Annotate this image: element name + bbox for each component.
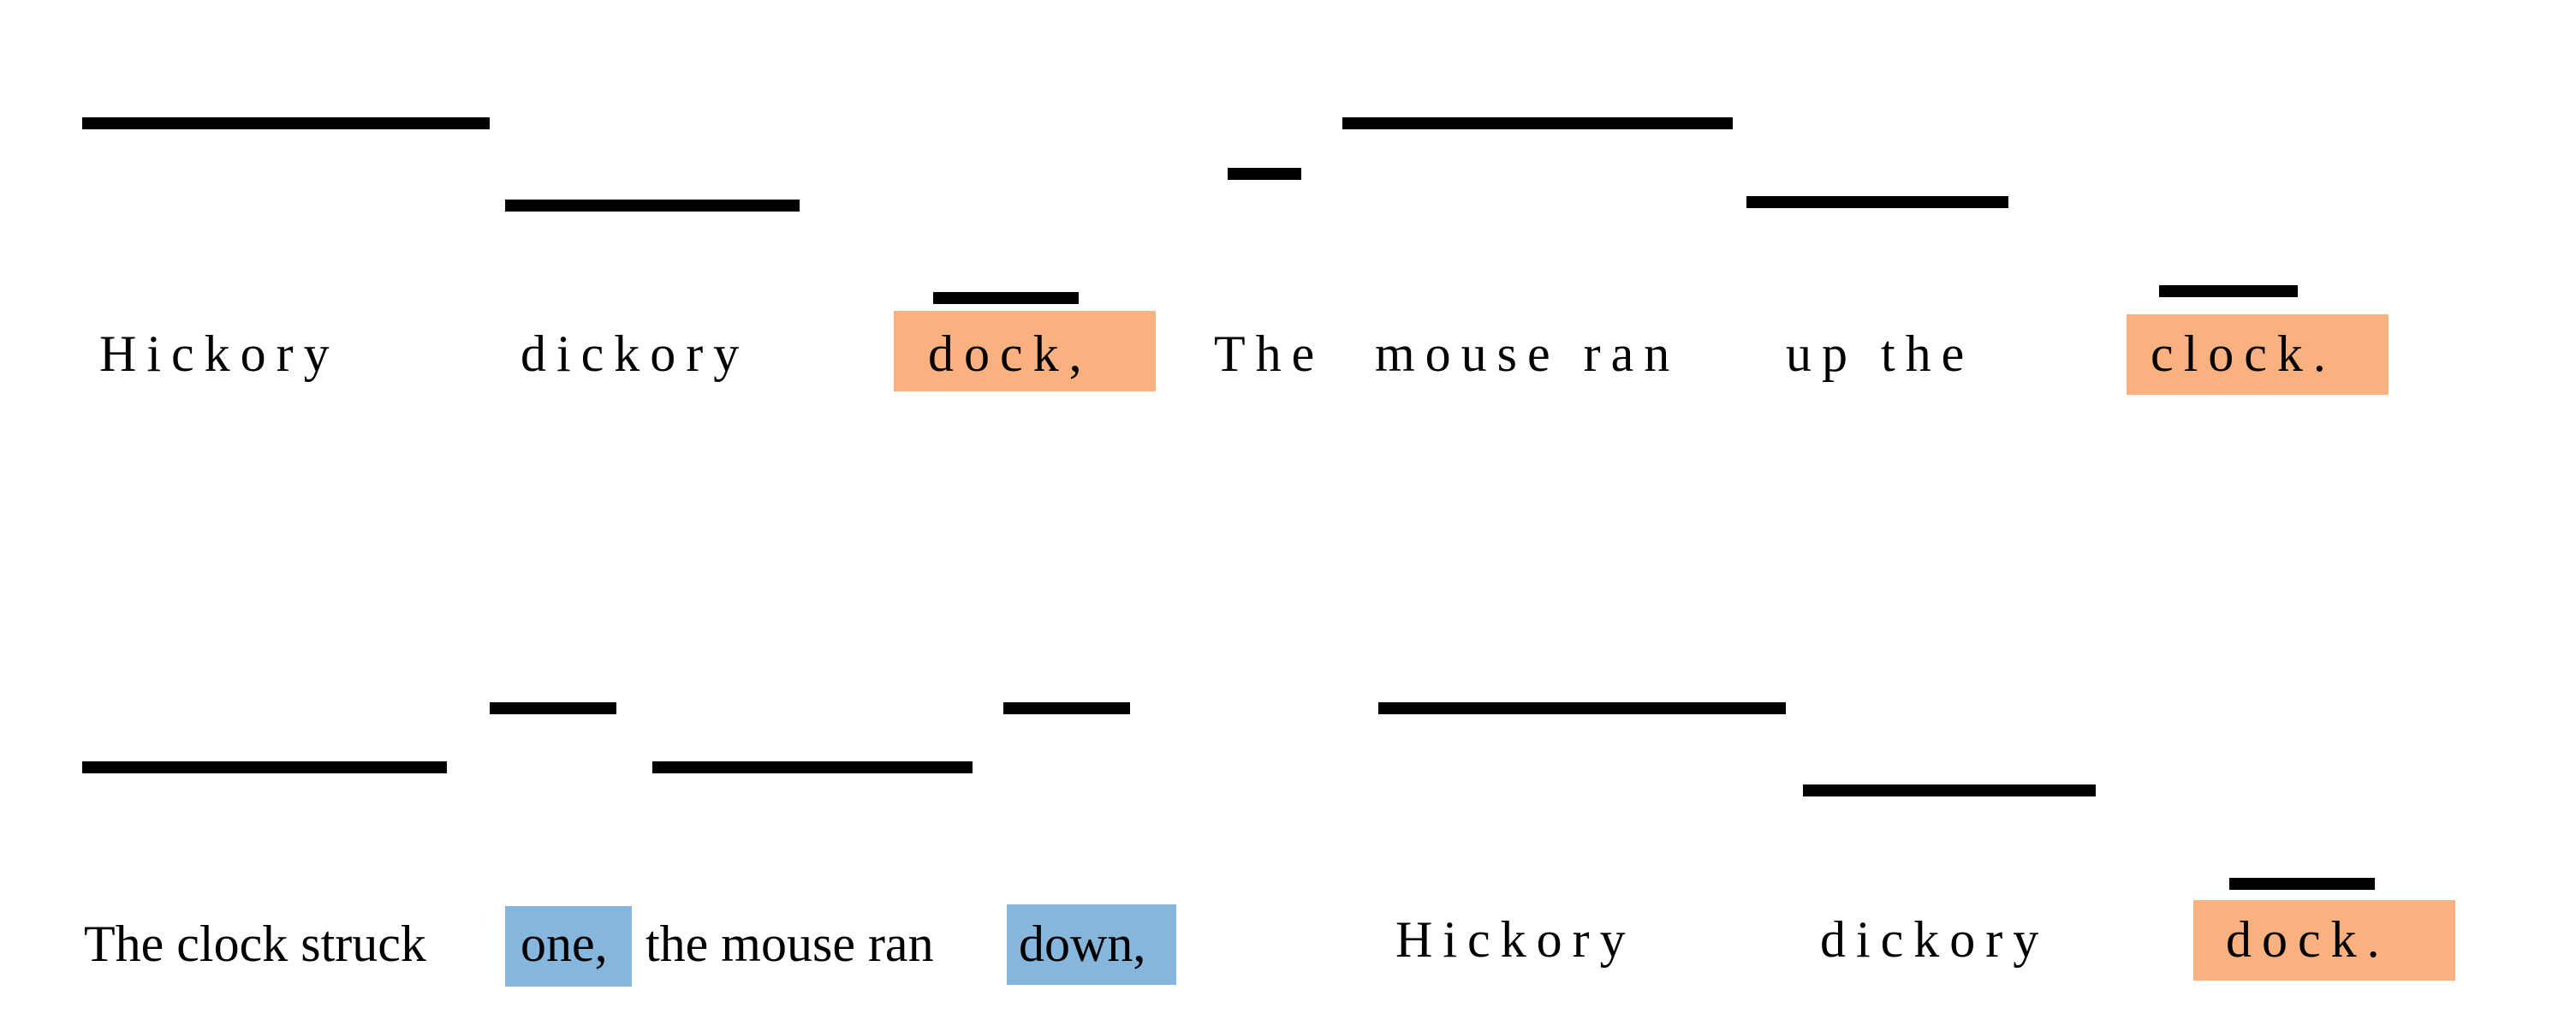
pitch-bar-mouse-ran [1342,117,1733,129]
lyric-word: dickory [1820,911,2049,968]
lyric-word: dock, [928,325,1092,382]
lyric-word: Hickory [1395,911,1636,968]
line-1: Hickory dickory dock, The mouse ran up t… [82,117,2389,395]
highlight-box-dock [894,311,1156,391]
lyric-word: clock. [2151,325,2336,382]
highlight-box-one [505,906,632,987]
pitch-bar-dock [933,292,1079,304]
lyric-word: mouse ran [1375,325,1680,382]
lyric-word: one, [521,916,608,972]
lyric-word: dickory [521,325,749,382]
pitch-bar-hickory [82,117,490,129]
pitch-bar-the-clock-struck [82,761,447,773]
lyric-word: down, [1019,916,1145,972]
pitch-bar-the-mouse-ran [652,761,973,773]
pitch-bar-dock [2229,878,2375,890]
lyric-word: the mouse ran [645,916,934,972]
pitch-bar-down [1003,702,1130,714]
pitch-bar-the [1228,168,1301,180]
lyric-word: The [1214,325,1324,382]
highlight-box-down [1007,904,1176,985]
lyric-word: Hickory [99,325,340,382]
line-2: The clock struck one, the mouse ran down… [82,702,2455,987]
highlight-box-clock [2127,314,2389,395]
pitch-bar-hickory [1378,702,1786,714]
highlight-box-dock [2193,900,2455,981]
lyric-word: dock. [2226,911,2390,968]
lyric-word: The clock struck [84,916,426,972]
pitch-bar-clock [2159,285,2298,297]
pitch-bar-dickory [1803,784,2096,796]
pitch-bar-one [490,702,616,714]
pitch-bar-up-the [1746,196,2008,208]
pitch-bar-dickory [505,200,800,212]
lyric-word: up the [1786,325,1974,382]
